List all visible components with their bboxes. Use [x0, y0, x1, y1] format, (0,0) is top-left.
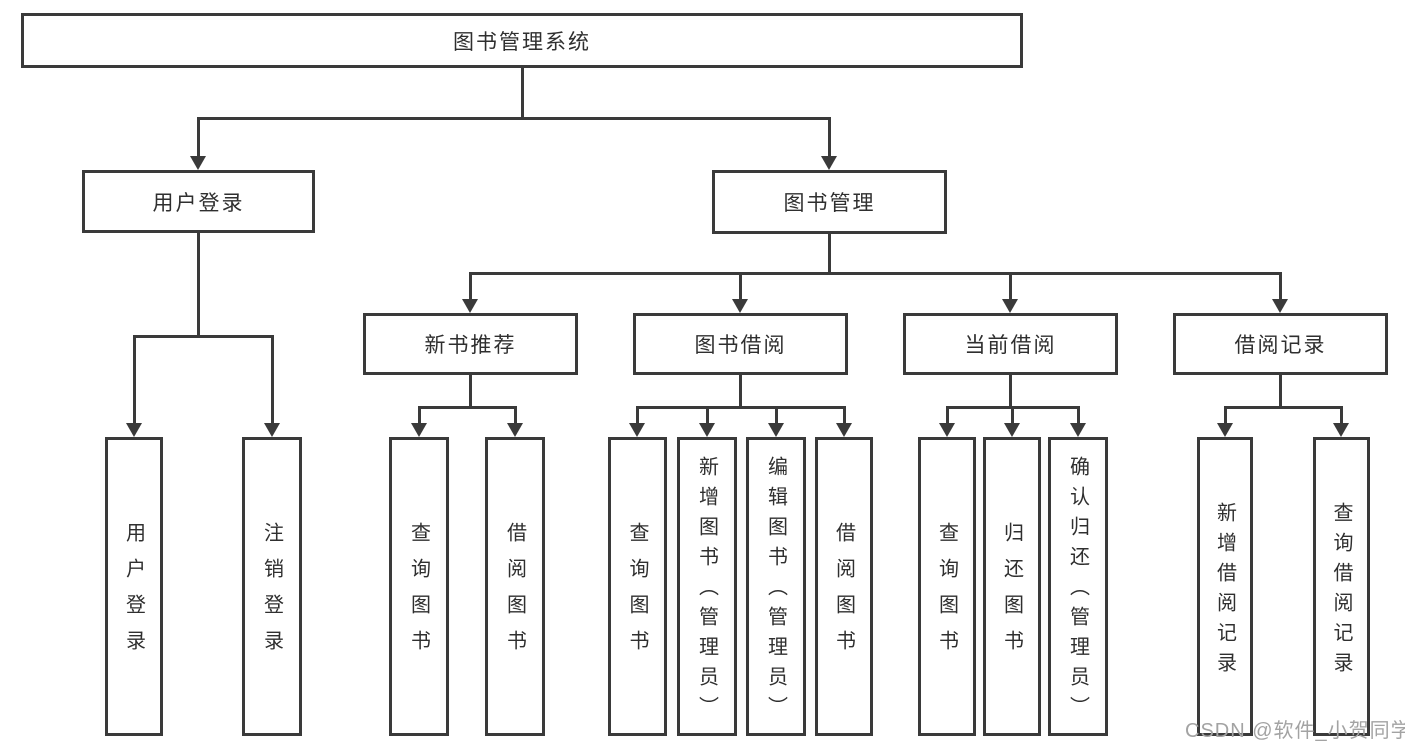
connector-to-records-stem [1279, 272, 1282, 301]
node-label: 当前借阅 [964, 334, 1057, 357]
node-label: 用户登录 [122, 521, 145, 666]
arrow-down-icon [1333, 423, 1349, 437]
node-newbook-query-books: 查询图书 [389, 437, 449, 736]
arrow-down-icon [264, 423, 280, 437]
node-label: 用户登录 [152, 191, 245, 215]
connector-to-current-borrow-stem [1009, 272, 1012, 301]
node-newbook-borrow-books: 借阅图书 [485, 437, 545, 736]
node-label: 注销登录 [260, 521, 283, 666]
node-label: 查询图书 [935, 521, 958, 666]
connector-user-login-hline [133, 335, 273, 338]
node-records-add-record: 新增借阅记录 [1197, 437, 1253, 736]
connector-book-borrow-leaf1-stem [636, 406, 639, 425]
csdn-watermark: CSDN @软件_小贺同学 [1185, 720, 1405, 742]
node-label: 新书推荐 [424, 334, 517, 357]
node-label: 查询借阅记录 [1330, 501, 1352, 682]
node-current-borrow: 当前借阅 [903, 313, 1118, 375]
node-current-confirm-return-admin: 确认归还（管理员） [1048, 437, 1108, 736]
node-user-login: 用户登录 [82, 170, 315, 233]
connector-records-hline [1224, 406, 1343, 409]
node-label: 图书管理 [783, 192, 876, 215]
connector-new-book-leaf2-stem [514, 406, 517, 425]
arrow-down-icon [126, 423, 142, 437]
node-label: 查询图书 [626, 521, 648, 666]
connector-book-management-stem [828, 234, 831, 274]
node-label: 图书管理系统 [453, 30, 591, 54]
arrow-down-icon [1272, 299, 1288, 313]
arrow-down-icon [1004, 423, 1020, 437]
arrow-down-icon [462, 299, 478, 313]
connector-current-borrow-stem [1009, 375, 1012, 408]
node-borrow-records: 借阅记录 [1173, 313, 1388, 375]
arrow-down-icon [411, 423, 427, 437]
node-borrow-edit-book-admin: 编辑图书（管理员） [746, 437, 806, 736]
node-label: 确认归还（管理员） [1066, 455, 1089, 726]
connector-book-borrow-leaf2-stem [706, 406, 709, 425]
node-records-query-record: 查询借阅记录 [1313, 437, 1370, 736]
connector-root-stem [521, 68, 524, 119]
arrow-down-icon [939, 423, 955, 437]
node-new-book-recommend: 新书推荐 [363, 313, 578, 375]
connector-book-borrow-leaf3-stem [775, 406, 778, 425]
arrow-down-icon [699, 423, 715, 437]
node-borrow-borrow-books: 借阅图书 [815, 437, 873, 736]
connector-user-login-leaf1-stem [133, 335, 136, 425]
node-current-query-books: 查询图书 [918, 437, 976, 736]
node-label: 归还图书 [1000, 521, 1023, 666]
connector-book-borrow-stem [739, 375, 742, 408]
arrow-down-icon [821, 156, 837, 170]
node-label: 借阅记录 [1234, 334, 1327, 357]
connector-new-book-leaf1-stem [418, 406, 421, 425]
connector-root-hline [197, 117, 831, 120]
connector-to-book-borrow-stem [739, 272, 742, 301]
connector-records-leaf2-stem [1340, 406, 1343, 425]
connector-new-book-stem [469, 375, 472, 408]
node-borrow-query-books: 查询图书 [608, 437, 667, 736]
node-label: 借阅图书 [503, 521, 526, 666]
connector-book-borrow-leaf4-stem [843, 406, 846, 425]
arrow-down-icon [1070, 423, 1086, 437]
connector-user-login-stem [197, 233, 200, 337]
node-label: 编辑图书（管理员） [764, 455, 787, 726]
node-user-login-leaf: 用户登录 [105, 437, 163, 736]
connector-current-borrow-leaf2-stem [1011, 406, 1014, 425]
connector-new-book-hline [418, 406, 516, 409]
arrow-down-icon [190, 156, 206, 170]
connector-current-borrow-leaf3-stem [1077, 406, 1080, 425]
node-label: 新增借阅记录 [1213, 501, 1236, 682]
node-label: 查询图书 [407, 521, 430, 666]
connector-records-leaf1-stem [1224, 406, 1227, 425]
node-logout: 注销登录 [242, 437, 302, 736]
connector-to-new-book-stem [469, 272, 472, 301]
connector-book-borrow-hline [636, 406, 845, 409]
node-current-return-books: 归还图书 [983, 437, 1041, 736]
connector-book-management-hline [469, 272, 1282, 275]
node-borrow-add-book-admin: 新增图书（管理员） [677, 437, 737, 736]
node-library-management-system: 图书管理系统 [21, 13, 1023, 68]
arrow-down-icon [732, 299, 748, 313]
connector-to-book-management-stem [828, 117, 831, 158]
node-label: 新增图书（管理员） [695, 455, 718, 726]
node-book-borrow: 图书借阅 [633, 313, 848, 375]
connector-to-user-login-stem [197, 117, 200, 158]
node-label: 借阅图书 [832, 521, 855, 666]
node-label: 图书借阅 [694, 334, 787, 357]
arrow-down-icon [836, 423, 852, 437]
arrow-down-icon [1002, 299, 1018, 313]
arrow-down-icon [629, 423, 645, 437]
connector-records-stem [1279, 375, 1282, 408]
node-book-management: 图书管理 [712, 170, 947, 234]
connector-user-login-leaf2-stem [271, 335, 274, 425]
connector-current-borrow-leaf1-stem [946, 406, 949, 425]
arrow-down-icon [768, 423, 784, 437]
arrow-down-icon [1217, 423, 1233, 437]
arrow-down-icon [507, 423, 523, 437]
